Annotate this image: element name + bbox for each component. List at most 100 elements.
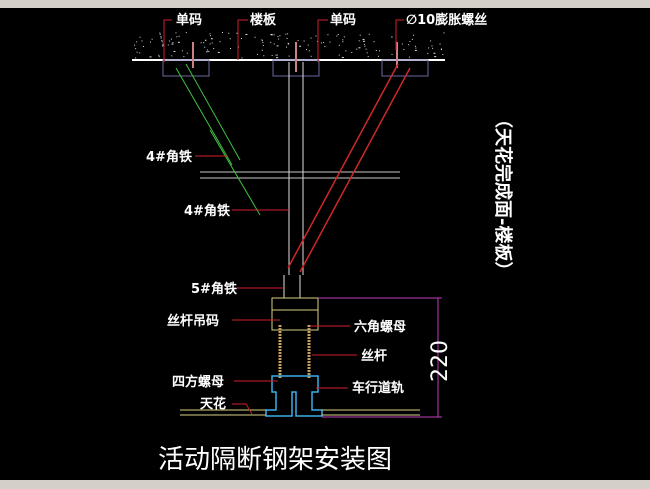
label-angle-iron-4-lower: 4#角铁: [184, 203, 230, 219]
hatch-dot: [210, 35, 212, 37]
hatch-dot: [299, 45, 302, 47]
hatch-dot: [236, 32, 238, 34]
hatch-dot: [178, 35, 180, 37]
hatch-dot: [149, 56, 152, 58]
hatch-dot: [363, 40, 366, 42]
hatch-dot: [433, 52, 436, 54]
hatch-dot: [342, 41, 344, 43]
hatch-dot: [206, 51, 208, 53]
hatch-dot: [359, 34, 361, 36]
anchor-block-left: [162, 59, 210, 77]
hatch-dot: [159, 33, 161, 35]
hatch-dot: [367, 56, 369, 58]
hatch-dot: [320, 42, 322, 44]
label-single-code-right: 单码: [330, 12, 356, 28]
hatch-dot: [378, 50, 380, 52]
hatch-dot: [366, 52, 368, 54]
label-square-nut: 四方螺母: [172, 374, 224, 390]
hatch-dot: [245, 34, 248, 36]
hatch-dot: [263, 55, 265, 57]
hatch-dot: [209, 43, 211, 45]
hatch-dot: [286, 37, 288, 39]
hatch-dot: [168, 40, 170, 42]
ceiling-lines: [180, 409, 420, 416]
hatch-dot: [415, 47, 417, 49]
hatch-dot: [441, 49, 443, 51]
hatch-dot: [217, 51, 220, 53]
hatch-dot: [136, 51, 138, 53]
hatch-dot: [210, 38, 213, 40]
hatch-dot: [200, 42, 202, 44]
hatch-dot: [315, 35, 317, 37]
hatch-dot: [439, 43, 441, 45]
hatch-dot: [341, 56, 344, 58]
track-rail: [265, 375, 323, 417]
hatch-dot: [329, 41, 331, 43]
hatch-dot: [204, 39, 206, 41]
hatch-dot: [135, 48, 137, 50]
hatch-dot: [288, 55, 290, 57]
hatch-dot: [286, 46, 288, 48]
hatch-dot: [378, 55, 380, 57]
hatch-dot: [391, 53, 393, 55]
hatch-dot: [186, 52, 188, 54]
hatch-dot: [173, 50, 176, 52]
hatch-dot: [338, 44, 340, 46]
hatch-dot: [434, 56, 437, 58]
hatch-dot: [364, 45, 366, 47]
hatch-dot: [278, 38, 280, 40]
label-track-rail: 车行道轨: [352, 380, 404, 396]
hatch-dot: [135, 57, 137, 59]
drawing-title: 活动隔断钢架安装图: [158, 445, 392, 475]
hatch-dot: [172, 42, 174, 44]
hatch-dot: [440, 48, 442, 50]
hatch-dot: [229, 38, 231, 40]
hatch-dot: [375, 50, 377, 52]
dimension-value: 220: [428, 340, 453, 382]
horizontal-angle-iron: [200, 171, 400, 179]
hatch-dot: [171, 55, 173, 57]
hatch-dot: [262, 44, 264, 46]
rod-hanger-clamp: [271, 297, 319, 331]
hatch-dot: [414, 45, 416, 47]
diagonal-angle-iron-right: [287, 63, 411, 273]
hatch-dot: [221, 32, 223, 34]
hatch-dot: [183, 55, 185, 57]
hatch-dot: [261, 39, 263, 41]
hatch-dot: [288, 43, 290, 45]
hatch-dot: [160, 37, 162, 39]
hatch-dot: [276, 57, 279, 59]
leader-lines: [163, 19, 404, 415]
label-threaded-rod: 丝杆: [361, 348, 387, 364]
hatch-dot: [177, 41, 180, 43]
label-ceiling: 天花: [200, 396, 226, 412]
hatch-dot: [185, 32, 187, 34]
hatch-dot: [351, 51, 353, 53]
hatch-dot: [442, 54, 444, 56]
hatch-dot: [211, 42, 213, 44]
hatch-dot: [206, 49, 208, 51]
hatch-dot: [159, 32, 161, 34]
hatch-dot: [337, 33, 339, 35]
hatch-dot: [273, 43, 275, 45]
hatch-dot: [136, 41, 138, 43]
hatch-dot: [409, 40, 411, 42]
hatch-dot: [287, 33, 289, 35]
hatch-dot: [431, 45, 433, 47]
hatch-dot: [413, 34, 415, 36]
hatch-dot: [408, 44, 410, 46]
hatch-dot: [240, 38, 242, 40]
hatch-dot: [414, 49, 417, 51]
hatch-dot: [297, 40, 299, 42]
hatch-dot: [151, 38, 153, 40]
hatch-dot: [162, 43, 164, 45]
hatch-dot: [368, 33, 370, 35]
hatch-dot: [356, 48, 358, 50]
hatch-dot: [162, 45, 164, 47]
dimension-line: [318, 297, 442, 418]
hatch-dot: [306, 48, 308, 50]
hatch-dot: [262, 41, 264, 43]
hatch-dot: [345, 50, 347, 52]
label-rod-hanger: 丝杆吊码: [167, 313, 219, 329]
